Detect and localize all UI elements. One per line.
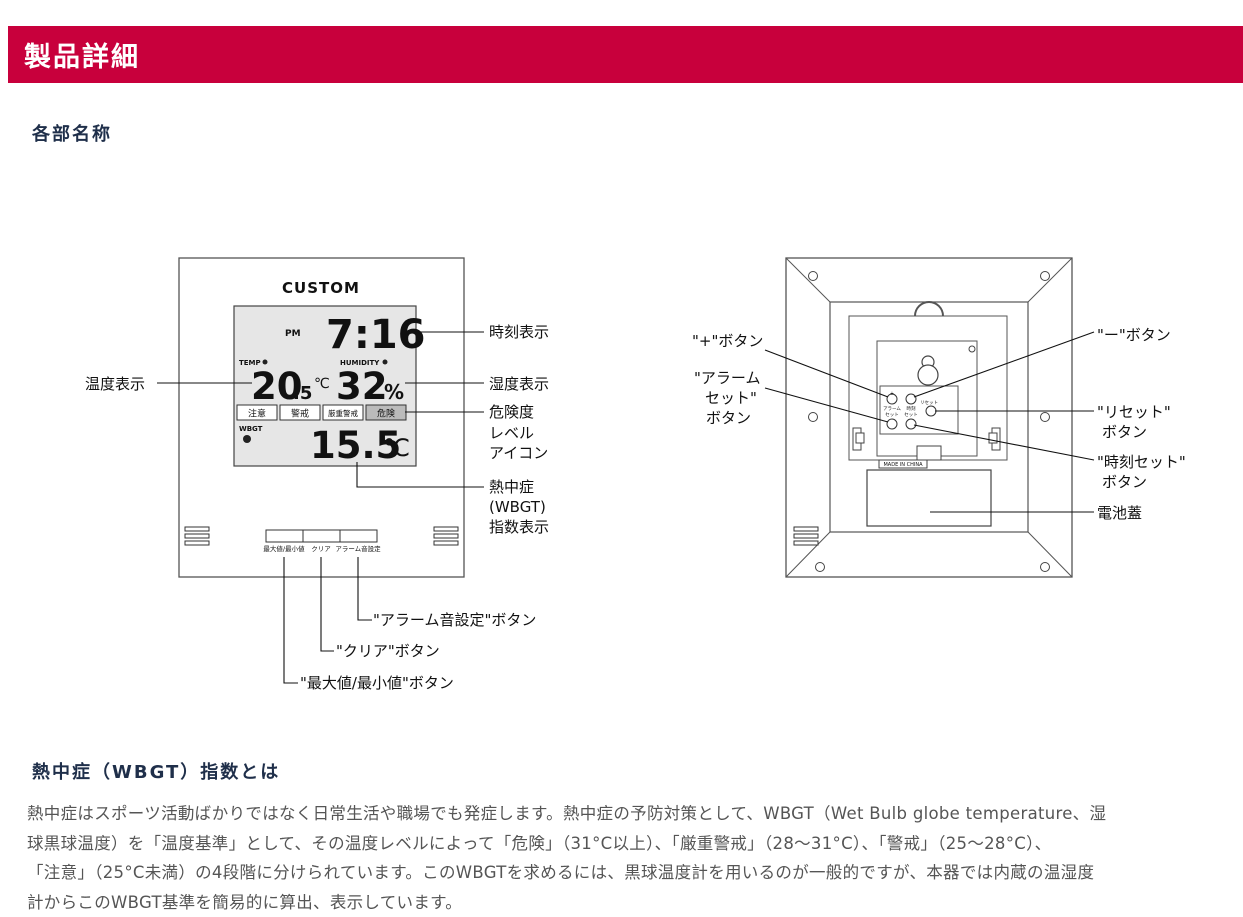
- lcd-wbgt-unit: ℃: [383, 434, 410, 462]
- callout-timeset-2: ボタン: [1102, 473, 1147, 491]
- button-alarm-label: アラーム音設定: [335, 544, 381, 553]
- callout-clear-button: "クリア"ボタン: [336, 642, 440, 660]
- wbgt-description-line: 「注意」（25°C未満）の4段階に分けられています。このWBGTを求めるには、黒…: [27, 858, 1239, 888]
- back-small-hole: [969, 346, 975, 352]
- button-maxmin[interactable]: [266, 530, 303, 542]
- humidity-sun-icon: [383, 360, 388, 365]
- callout-danger-3: アイコン: [489, 444, 548, 462]
- wbgt-section-title: 熱中症（WBGT）指数とは: [32, 758, 280, 784]
- reset-tiny-label: リセット: [920, 400, 938, 406]
- callout-reset-1: "リセット": [1097, 403, 1171, 421]
- callout-timeset-1: "時刻セット": [1097, 453, 1186, 471]
- level-caution: 注意: [248, 408, 266, 420]
- callout-minus-button: "ー"ボタン: [1097, 326, 1171, 344]
- callout-wbgt-1: 熱中症: [489, 478, 534, 496]
- wbgt-description: 熱中症はスポーツ活動ばかりではなく日常生活や職場でも発症します。熱中症の予防対策…: [27, 799, 1239, 917]
- callout-battery-cover: 電池蓋: [1097, 504, 1142, 522]
- callout-time: 時刻表示: [489, 323, 549, 341]
- back-view: + アラーム セット 時刻 セット リセット MADE IN CHINA "+"…: [692, 258, 1186, 577]
- level-severe: 厳重警戒: [328, 408, 358, 418]
- battery-cover[interactable]: [867, 470, 991, 526]
- level-warning: 警戒: [291, 408, 309, 420]
- time-tiny-label-2: セット: [904, 412, 918, 418]
- lcd-temp-dec: .5: [293, 383, 312, 404]
- callout-danger-1: 危険度: [489, 403, 534, 421]
- battery-latch[interactable]: [917, 446, 941, 460]
- button-maxmin-label: 最大値/最小値: [263, 544, 305, 553]
- callout-alarm-set-2: セット": [705, 389, 757, 407]
- callout-reset-2: ボタン: [1102, 423, 1147, 441]
- alarm-tiny-label-1: アラーム: [883, 406, 901, 412]
- callout-danger-2: レベル: [489, 424, 534, 442]
- callout-maxmin-button: "最大値/最小値"ボタン: [300, 674, 454, 692]
- alarm-tiny-label-2: セット: [885, 412, 899, 418]
- lcd-time: 7:16: [326, 312, 426, 358]
- time-tiny-label-1: 時刻: [907, 405, 916, 412]
- minus-button[interactable]: [906, 394, 916, 404]
- button-clear[interactable]: [303, 530, 340, 542]
- plus-tiny-label: +: [890, 391, 894, 397]
- callout-humidity: 湿度表示: [489, 375, 549, 393]
- front-vent-left: [185, 527, 209, 545]
- level-danger: 危険: [377, 408, 395, 420]
- callout-alarm-set-1: "アラーム: [694, 369, 760, 387]
- wbgt-description-line: 計からこのWBGT基準を簡易的に算出、表示しています。: [27, 888, 1239, 917]
- front-vent-right: [434, 527, 458, 545]
- wbgt-person-icon: [243, 435, 251, 443]
- back-vent: [794, 527, 818, 545]
- brand-logo: CUSTOM: [282, 279, 360, 297]
- product-diagram: CUSTOM PM 7:16 TEMP HUMIDITY 20 .5 ℃ 32 …: [0, 0, 1243, 760]
- alarm-set-button[interactable]: [887, 419, 897, 429]
- lcd-temp-unit: ℃: [314, 376, 330, 392]
- callout-wbgt-3: 指数表示: [489, 518, 549, 536]
- time-set-button[interactable]: [906, 419, 916, 429]
- callout-plus-button: "+"ボタン: [692, 332, 763, 350]
- callout-wbgt-2: (WBGT): [489, 498, 546, 516]
- callout-alarm-set-3: ボタン: [706, 409, 751, 427]
- reset-button[interactable]: [926, 406, 936, 416]
- lcd-humidity: 32: [336, 365, 388, 408]
- wbgt-description-line: 熱中症はスポーツ活動ばかりではなく日常生活や職場でも発症します。熱中症の予防対策…: [27, 799, 1239, 829]
- callout-temp: 温度表示: [85, 375, 145, 393]
- lcd-humidity-unit: %: [384, 380, 404, 404]
- wbgt-description-line: 球黒球温度）を「温度基準」として、その温度レベルによって「危険」（31°C以上）…: [27, 829, 1239, 859]
- made-in-label: MADE IN CHINA: [883, 462, 923, 468]
- callout-alarm-button: "アラーム音設定"ボタン: [373, 611, 536, 629]
- button-alarm-sound[interactable]: [340, 530, 377, 542]
- pm-indicator: PM: [285, 329, 301, 339]
- front-view: CUSTOM PM 7:16 TEMP HUMIDITY 20 .5 ℃ 32 …: [85, 258, 549, 692]
- temp-sun-icon: [263, 360, 268, 365]
- button-clear-label: クリア: [311, 545, 331, 553]
- wbgt-label: WBGT: [239, 425, 263, 433]
